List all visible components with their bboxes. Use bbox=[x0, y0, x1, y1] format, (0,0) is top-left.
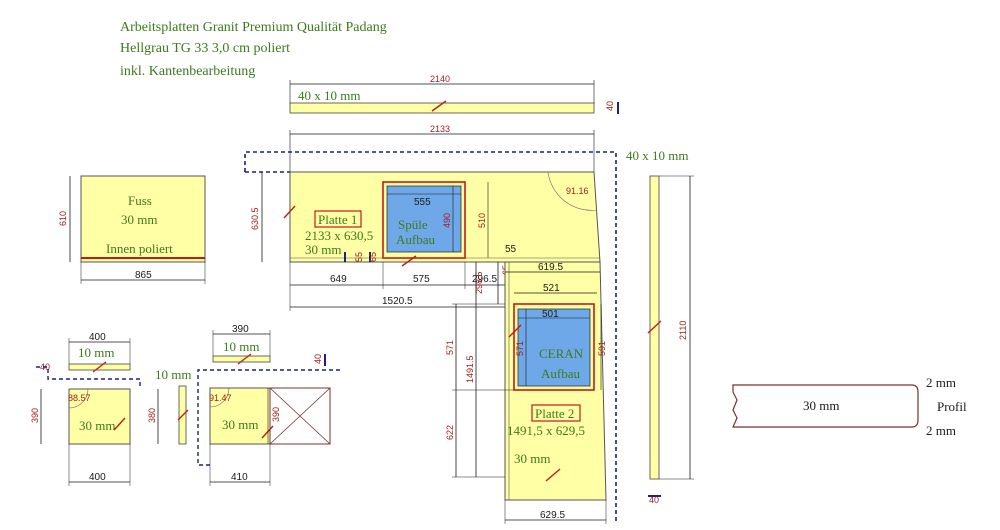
profile-bottom: 2 mm bbox=[926, 423, 956, 438]
ceran-height: 571 bbox=[515, 341, 525, 356]
side1-height-right: 380 bbox=[147, 408, 157, 423]
side2-strip-width: 390 bbox=[232, 324, 249, 335]
side2-strip-label: 10 mm bbox=[223, 339, 259, 354]
plate2-top-width: 619.5 bbox=[538, 262, 563, 273]
sink-label-2: Aufbau bbox=[396, 232, 435, 247]
wall-outline bbox=[244, 151, 617, 522]
top-strip-end: 40 bbox=[605, 101, 615, 111]
plate1-thickness: 30 mm bbox=[305, 242, 341, 257]
plate1-name: Platte 1 bbox=[318, 212, 357, 227]
plate2-right-depth: 591 bbox=[597, 341, 607, 356]
plate1-small-c: 55 bbox=[505, 244, 517, 255]
right-strip-end: 40 bbox=[649, 495, 659, 505]
plate2-left-c: 1491.5 bbox=[465, 355, 475, 383]
side1-thickness: 30 mm bbox=[79, 418, 115, 433]
plate2-size: 1491,5 x 629,5 bbox=[507, 423, 585, 438]
right-strip: 40 x 10 mm 2110 40 bbox=[626, 148, 694, 505]
profile-thickness: 30 mm bbox=[803, 398, 839, 413]
plate2-thickness: 30 mm bbox=[514, 451, 550, 466]
fuss-title: Fuss bbox=[128, 193, 152, 208]
side2-thickness: 30 mm bbox=[222, 417, 258, 432]
side-panel-1: 400 10 mm 40 88.57 30 mm 390 380 400 10 … bbox=[30, 332, 191, 486]
header-line-2: Hellgrau TG 33 3,0 cm poliert bbox=[120, 41, 290, 56]
side2-width: 410 bbox=[231, 472, 248, 483]
side2-angle: 91.47 bbox=[209, 393, 232, 403]
plate2-left-b: 571 bbox=[445, 340, 455, 355]
side-panel-2: 390 10 mm 40 91.47 30 mm 390 410 bbox=[197, 324, 340, 486]
plate1-small-a: 55 bbox=[354, 252, 364, 262]
sink-basin bbox=[386, 185, 462, 253]
plate1-width: 2133 bbox=[430, 124, 450, 134]
fuss-width: 865 bbox=[135, 270, 152, 281]
plate-1: 2133 630.5 91.16 555 490 Spüle Aufbau 51… bbox=[244, 124, 617, 522]
plate1-size: 2133 x 630,5 bbox=[305, 228, 373, 243]
fuss-finish: Innen poliert bbox=[106, 241, 173, 256]
right-strip-length: 2110 bbox=[678, 321, 688, 340]
plate1-name-box bbox=[314, 210, 362, 228]
profile-top: 2 mm bbox=[926, 375, 956, 390]
ceran-label-1: CERAN bbox=[539, 346, 584, 361]
plate1-seg-b: 575 bbox=[413, 274, 430, 285]
plate1-seg-a: 649 bbox=[330, 274, 347, 285]
side1-height: 390 bbox=[30, 408, 40, 423]
plate1-seg-c: 296.5 bbox=[472, 274, 497, 285]
plate-2: 619.5 521 501 571 CERAN Aufbau 591 298.5… bbox=[445, 261, 607, 524]
plate2-name-box bbox=[531, 404, 581, 422]
side1-strip-label: 10 mm bbox=[78, 345, 114, 360]
fuss-slab bbox=[80, 175, 206, 263]
sink-height: 490 bbox=[442, 213, 452, 228]
fuss-height: 610 bbox=[58, 211, 68, 226]
fuss-thickness: 30 mm bbox=[121, 212, 157, 227]
top-strip: 2140 40 x 10 mm 40 bbox=[289, 74, 619, 114]
plate1-small-b: 65 bbox=[368, 252, 378, 262]
side2-height: 390 bbox=[271, 407, 281, 422]
top-strip-label: 40 x 10 mm bbox=[298, 88, 360, 103]
plate1-height: 630.5 bbox=[250, 207, 260, 230]
ceran-label-2: Aufbau bbox=[541, 366, 580, 381]
side1-angle: 88.57 bbox=[68, 393, 91, 403]
header-line-3: inkl. Kantenbearbeitung bbox=[120, 64, 255, 79]
top-strip-length: 2140 bbox=[430, 74, 450, 84]
fuss-panel: Fuss 30 mm Innen poliert 610 865 bbox=[58, 175, 206, 284]
side1-strip-width: 400 bbox=[89, 332, 106, 343]
ceran-zone bbox=[517, 308, 591, 387]
plate2-inner-width: 521 bbox=[543, 283, 560, 294]
plate2-name: Platte 2 bbox=[535, 406, 574, 421]
header-line-1: Arbeitsplatten Granit Premium Qualität P… bbox=[120, 20, 387, 35]
plate2-bottom-width: 629.5 bbox=[540, 510, 565, 521]
ceran-width: 501 bbox=[542, 309, 559, 320]
plate2-left-a: 298.5 bbox=[474, 271, 484, 294]
cut-mark bbox=[431, 100, 447, 112]
side1-width: 400 bbox=[89, 472, 106, 483]
right-strip-label: 40 x 10 mm bbox=[626, 148, 688, 163]
profile-name: Profil bbox=[937, 399, 967, 414]
sink-depth: 510 bbox=[477, 213, 487, 228]
sink-width: 555 bbox=[414, 197, 431, 208]
plate1-angle: 91.16 bbox=[566, 186, 589, 196]
plate1-seg-d: 1520.5 bbox=[382, 296, 413, 307]
edge-profile: 30 mm 2 mm Profil 2 mm bbox=[732, 375, 967, 438]
sink-label-1: Spüle bbox=[398, 217, 428, 232]
side2-small-strip: 10 mm bbox=[155, 367, 191, 382]
side2-strip-end: 40 bbox=[313, 354, 323, 364]
plate2-left-d: 622 bbox=[445, 425, 455, 440]
